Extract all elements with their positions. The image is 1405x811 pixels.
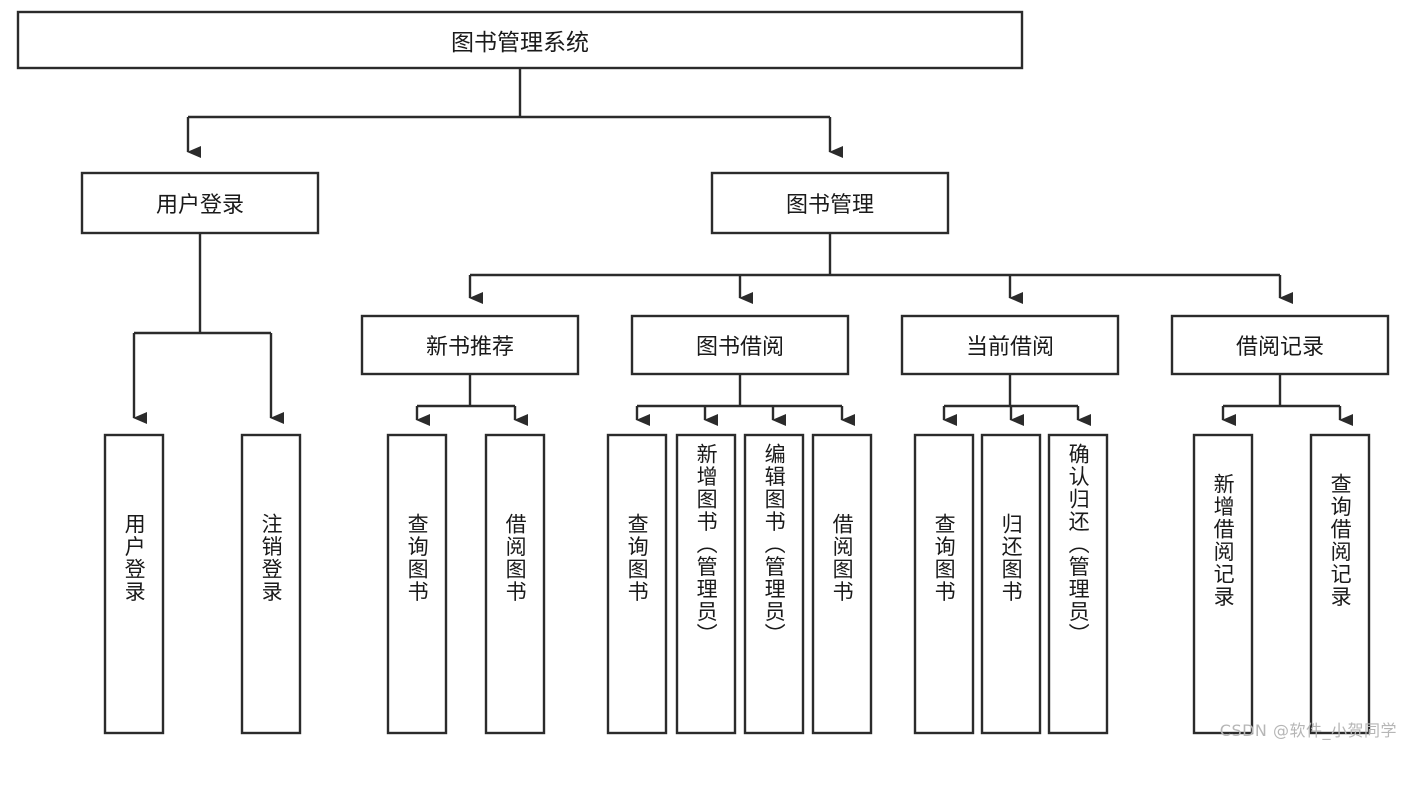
leaf-box-current-3[interactable] <box>1047 433 1109 735</box>
node-current-borrow[interactable] <box>900 314 1120 376</box>
node-root-system[interactable] <box>16 10 1024 70</box>
node-new-book-recommend[interactable] <box>360 314 580 376</box>
leaf-box-current-1[interactable] <box>913 433 975 735</box>
watermark-text: CSDN @软件_小贺同学 <box>1219 721 1397 740</box>
flowchart-diagram: 图书管理系统 用户登录 图书管理 新书推荐 图书借阅 当前借阅 借阅记录 用户登… <box>16 10 1397 740</box>
leaf-box-newbook-2[interactable] <box>484 433 546 735</box>
leaf-box-borrow-3[interactable] <box>743 433 805 735</box>
leaf-box-current-2[interactable] <box>980 433 1042 735</box>
leaf-box-user-login-2[interactable] <box>240 433 302 735</box>
node-book-management[interactable] <box>710 171 950 235</box>
leaf-box-borrow-2[interactable] <box>675 433 737 735</box>
flowchart-canvas <box>16 10 1390 735</box>
leaf-box-borrow-1[interactable] <box>606 433 668 735</box>
node-user-login[interactable] <box>80 171 320 235</box>
leaf-box-borrow-4[interactable] <box>811 433 873 735</box>
node-borrow-record[interactable] <box>1170 314 1390 376</box>
node-book-borrow[interactable] <box>630 314 850 376</box>
leaf-box-user-login-1[interactable] <box>103 433 165 735</box>
leaf-box-record-1[interactable] <box>1192 433 1254 735</box>
leaf-box-record-2[interactable] <box>1309 433 1371 735</box>
leaf-box-newbook-1[interactable] <box>386 433 448 735</box>
